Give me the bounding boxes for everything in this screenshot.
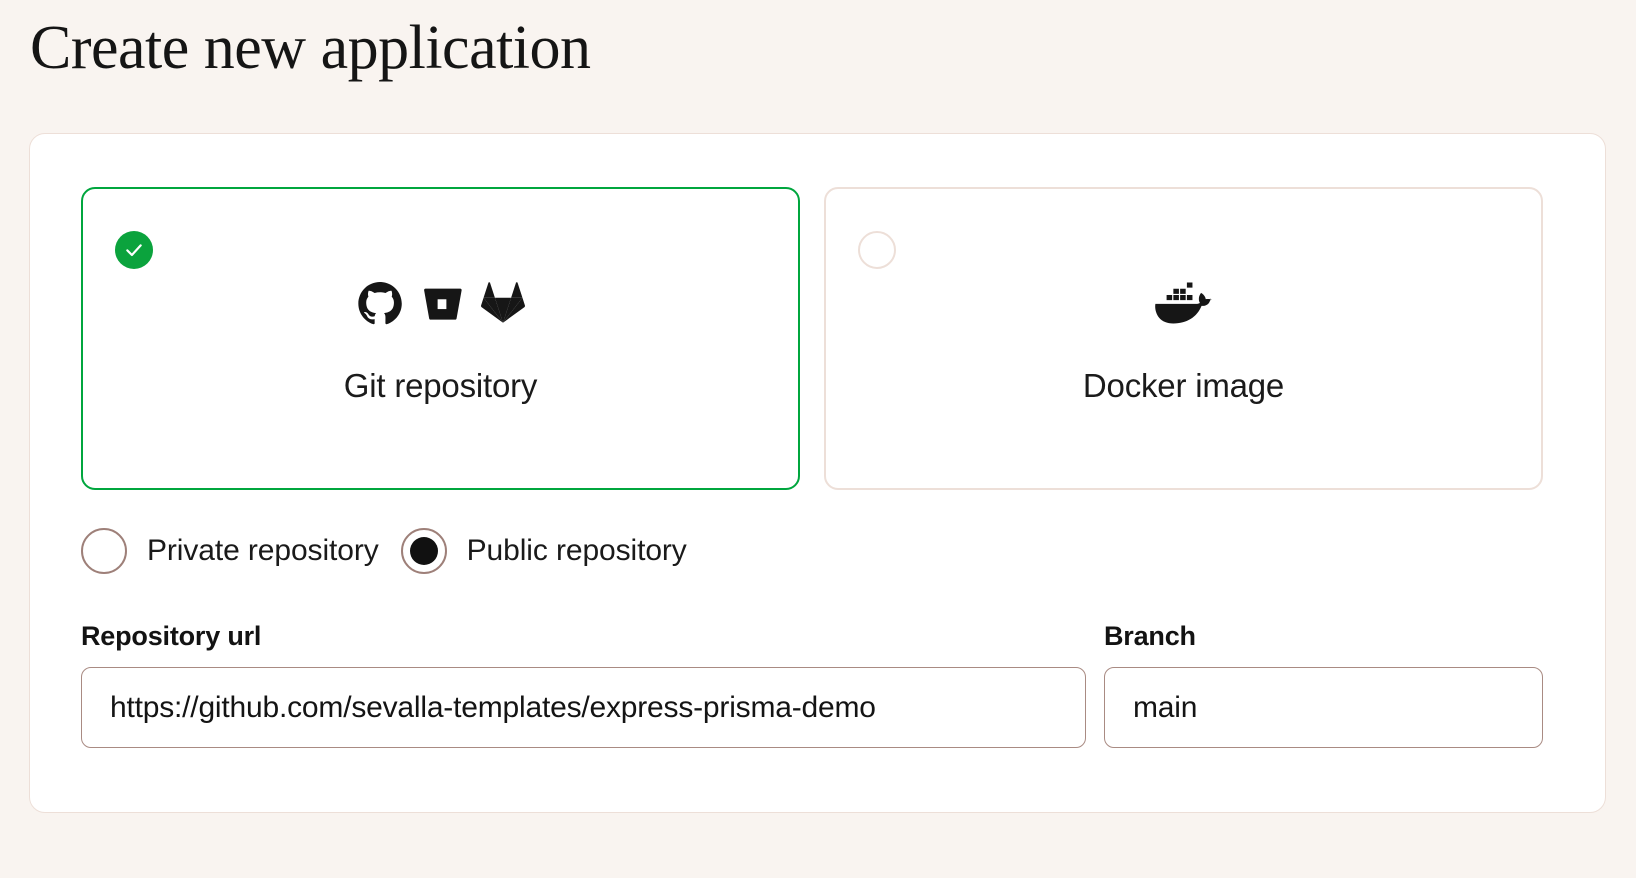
radio-label-public: Public repository <box>466 534 687 567</box>
git-provider-icons <box>357 269 525 339</box>
field-branch: Branch <box>1104 621 1543 748</box>
docker-icons <box>1154 269 1213 339</box>
page-title: Create new application <box>30 14 591 82</box>
application-source-panel: Git repository Docker image <box>29 133 1606 813</box>
source-card-label-docker-image: Docker image <box>1082 366 1285 404</box>
repository-url-input[interactable] <box>81 667 1086 748</box>
gitlab-icon <box>480 281 525 326</box>
docker-icon <box>1154 275 1213 333</box>
check-icon[interactable] <box>115 231 153 269</box>
field-repository-url: Repository url <box>81 621 1086 748</box>
repository-fields: Repository url Branch <box>81 621 1543 748</box>
source-type-card-group: Git repository Docker image <box>81 187 1543 490</box>
radio-label-private: Private repository <box>147 534 379 567</box>
repository-visibility-group: Private repository Public repository <box>81 528 687 574</box>
repository-url-label: Repository url <box>81 621 262 651</box>
source-card-git-repository[interactable]: Git repository <box>81 187 800 490</box>
source-card-docker-image[interactable]: Docker image <box>824 187 1543 490</box>
radio-option-private[interactable]: Private repository <box>81 528 379 574</box>
radio-circle-private-icon[interactable] <box>81 528 127 574</box>
radio-option-public[interactable]: Public repository <box>400 528 687 574</box>
branch-input[interactable] <box>1104 667 1543 748</box>
radio-selected-dot <box>409 537 438 565</box>
source-card-label-git-repository: Git repository <box>343 366 538 404</box>
github-icon <box>357 281 403 327</box>
branch-label: Branch <box>1104 621 1196 651</box>
radio-circle-public-icon[interactable] <box>400 528 447 574</box>
radio-circle-icon[interactable] <box>858 231 896 269</box>
bitbucket-icon <box>421 283 463 325</box>
